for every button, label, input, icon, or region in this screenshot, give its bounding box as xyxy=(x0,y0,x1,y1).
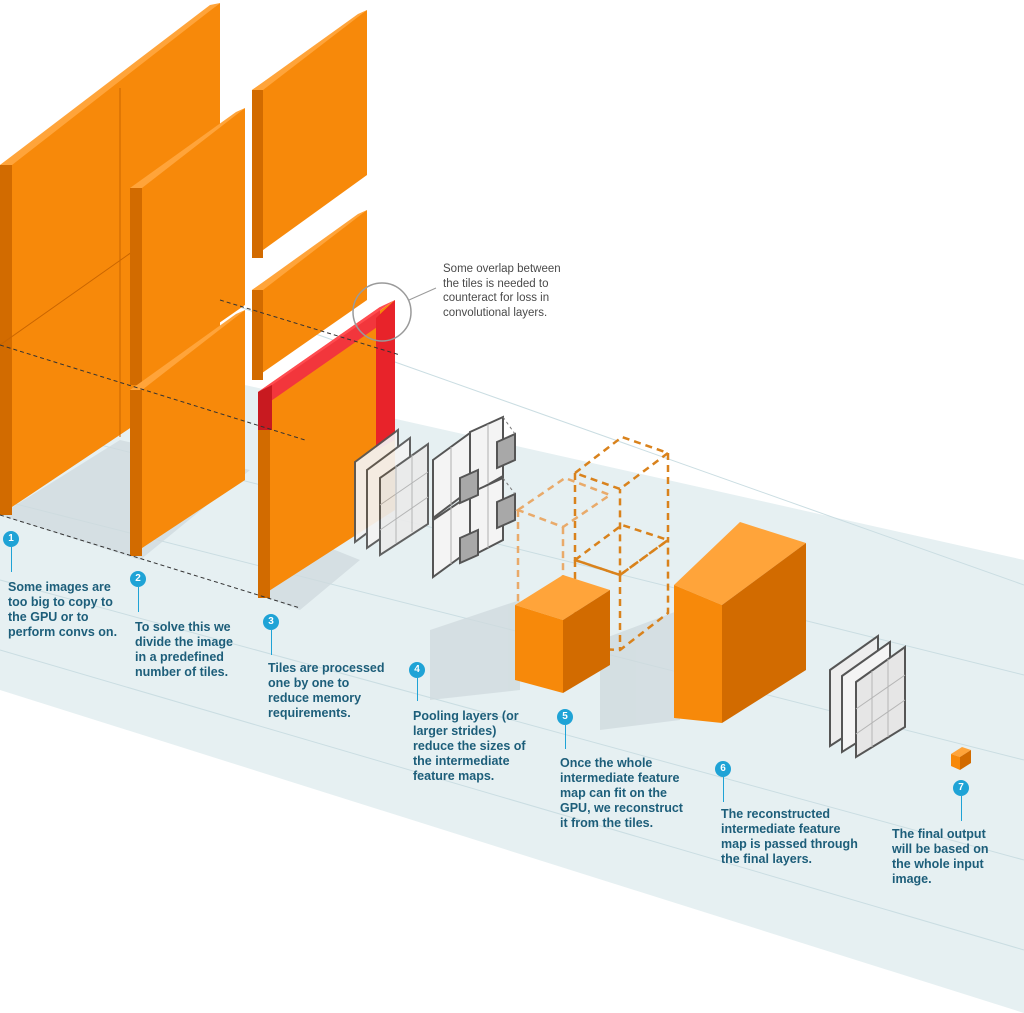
tile-bottom-left xyxy=(130,310,245,556)
tile-top-right xyxy=(252,10,367,258)
step-badge: 5 xyxy=(557,709,573,725)
step-badge: 4 xyxy=(409,662,425,678)
step-badge: 3 xyxy=(263,614,279,630)
pooled-feature-maps xyxy=(432,415,516,579)
step-caption: To solve this we divide the image in a p… xyxy=(135,620,233,679)
tile-top-left xyxy=(130,108,245,385)
step-stem xyxy=(271,630,272,655)
final-feature-maps xyxy=(829,634,906,759)
step-stem xyxy=(565,725,566,749)
step-stem xyxy=(138,587,139,612)
overlap-leader-line xyxy=(408,287,437,301)
overlap-note: Some overlap between the tiles is needed… xyxy=(443,263,561,319)
step-caption: The reconstructed intermediate feature m… xyxy=(721,807,858,866)
step-badge: 7 xyxy=(953,780,969,796)
step-caption: Tiles are processed one by one to reduce… xyxy=(268,661,385,720)
step-badge: 1 xyxy=(3,531,19,547)
step-caption: The final output will be based on the wh… xyxy=(892,827,989,886)
step-stem xyxy=(961,796,962,821)
intermediate-feature-map-block xyxy=(674,522,806,723)
overlap-highlight-circle xyxy=(352,282,412,342)
step-stem xyxy=(11,547,12,572)
step-caption: Pooling layers (or larger strides) reduc… xyxy=(413,709,526,783)
step-badge: 6 xyxy=(715,761,731,777)
step-caption: Once the whole intermediate feature map … xyxy=(560,756,683,830)
reconstructed-cube xyxy=(515,575,610,693)
step-stem xyxy=(723,777,724,802)
final-output-cube xyxy=(951,747,971,770)
step-badge: 2 xyxy=(130,571,146,587)
projection-guides xyxy=(0,299,401,609)
step-caption: Some images are too big to copy to the G… xyxy=(8,580,118,639)
conv-feature-maps xyxy=(354,428,429,557)
overlap-region xyxy=(258,300,395,450)
step-stem xyxy=(417,678,418,701)
